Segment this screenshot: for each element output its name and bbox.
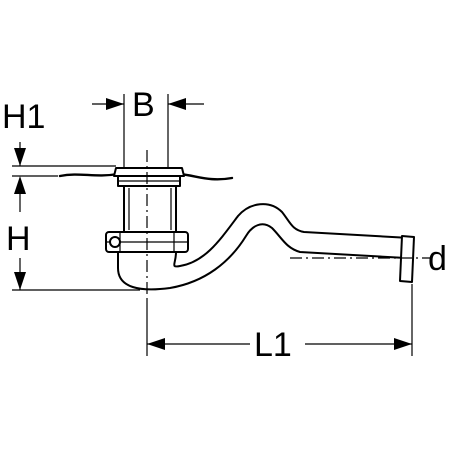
- label-b: B: [132, 86, 155, 124]
- dimension-h: [12, 194, 140, 291]
- dimension-h1: [12, 142, 116, 194]
- dimension-l1: [146, 284, 413, 356]
- outlet-flange: [113, 167, 185, 187]
- label-h: H: [6, 220, 31, 258]
- dimension-b: [92, 94, 204, 168]
- label-l1: L1: [254, 326, 292, 364]
- label-h1: H1: [2, 98, 45, 136]
- vertical-tube: [123, 185, 177, 233]
- label-d: d: [428, 240, 447, 278]
- center-lines: [146, 150, 430, 300]
